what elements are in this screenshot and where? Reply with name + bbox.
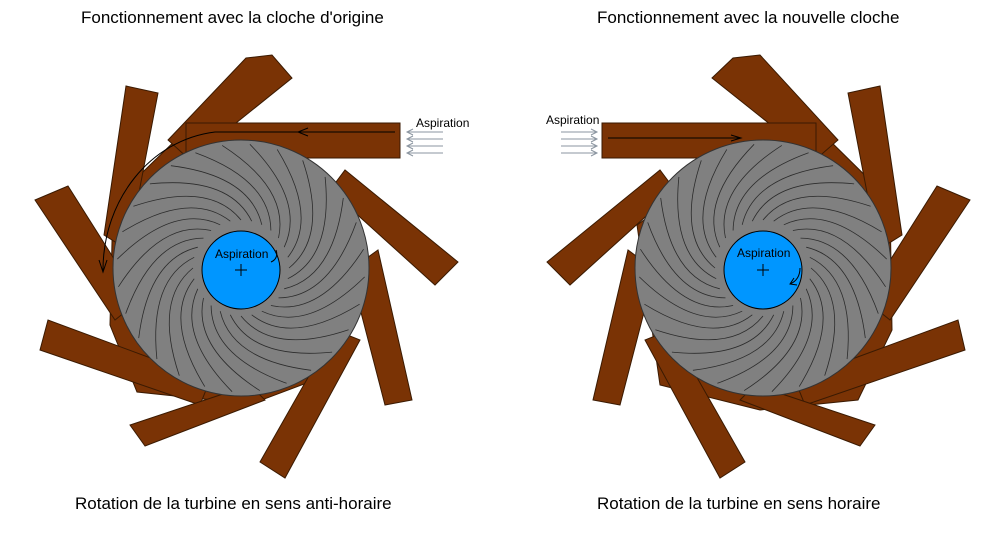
turbine-vane [210, 305, 287, 384]
right-turbine-vanes [639, 144, 887, 392]
turbine-vane [118, 228, 212, 288]
turbine-vane [792, 228, 886, 288]
left-hub-cross [235, 264, 247, 276]
turbine-vane [762, 195, 871, 221]
turbine-vane [741, 165, 834, 225]
turbine-vane [122, 207, 231, 233]
turbine-vane [644, 303, 753, 329]
left-turbine-vanes [117, 144, 365, 392]
left-fan: Aspiration Aspiration [34, 54, 469, 479]
left-flow-arrowhead [98, 259, 108, 274]
right-hub-cross [757, 264, 769, 276]
turbine-vane [249, 144, 291, 248]
right-inlet-arrows [561, 128, 599, 157]
turbine-vane [639, 276, 743, 318]
turbine-vane [287, 176, 327, 280]
turbine-vane [201, 297, 261, 391]
turbine-vane [743, 297, 803, 391]
turbine-vane [806, 246, 866, 339]
left-inlet-arrows [405, 128, 443, 157]
turbine-vane [180, 278, 206, 387]
turbine-vane [771, 288, 813, 392]
turbine-vane [261, 276, 365, 318]
turbine-vane [723, 145, 783, 239]
turbine-vane [773, 207, 882, 233]
turbine-vane [155, 256, 195, 360]
turbine-vane [149, 182, 253, 222]
turbine-vane [809, 256, 849, 360]
turbine-vane [276, 149, 302, 258]
turbine-vane [221, 145, 281, 239]
turbine-vane [690, 160, 716, 269]
turbine-vane [798, 278, 824, 387]
turbine-vane [671, 314, 775, 354]
left-flow-line [102, 131, 395, 271]
turbine-vane [692, 311, 785, 371]
left-panel-title: Fonctionnement avec la cloche d'origine [81, 8, 384, 27]
right-hub-arrow [789, 267, 801, 286]
turbine-vane [195, 152, 272, 231]
turbine-vane [783, 218, 887, 260]
turbine-vane [677, 176, 717, 280]
turbine-vane [229, 314, 333, 354]
turbine-vane [655, 315, 764, 341]
turbine-vane [251, 303, 360, 329]
right-fan: Aspiration Aspiration [546, 54, 971, 479]
right-hub-label: Aspiration [737, 246, 790, 260]
right-inlet-label: Aspiration [546, 113, 599, 127]
turbine-vane [125, 237, 204, 314]
left-panel-caption: Rotation de la turbine en sens anti-hora… [75, 494, 392, 513]
turbine-vane [702, 149, 728, 258]
left-flow-arrow-mid [296, 127, 309, 137]
turbine-vane [640, 248, 734, 308]
turbine-vane [278, 222, 357, 299]
right-panel-caption: Rotation de la turbine en sens horaire [597, 494, 881, 513]
turbine-vane [800, 237, 879, 314]
turbine-vane [170, 165, 263, 225]
turbine-vane [117, 218, 221, 260]
turbine-vane [732, 152, 809, 231]
turbine-vane [191, 288, 233, 392]
left-housing-blades [34, 54, 459, 479]
right-panel-title: Fonctionnement avec la nouvelle cloche [597, 8, 900, 27]
turbine-vane [647, 222, 726, 299]
turbine-vane [138, 246, 198, 339]
left-inlet-label: Aspiration [416, 116, 469, 130]
turbine-vane [751, 182, 855, 222]
turbine-vane [810, 267, 836, 376]
turbine-vane [284, 197, 344, 290]
left-hub-arrow [270, 249, 278, 263]
turbine-vane [133, 195, 242, 221]
turbine-vane [270, 248, 364, 308]
left-hub-label: Aspiration [215, 247, 268, 261]
turbine-vane [219, 311, 312, 371]
turbine-vane [288, 160, 314, 269]
turbine-vane [240, 315, 349, 341]
turbine-vane [168, 267, 194, 376]
turbine-vane [713, 144, 755, 248]
turbine-vane [717, 305, 794, 384]
right-flow-arrowhead [730, 134, 743, 142]
turbine-vane [660, 197, 720, 290]
